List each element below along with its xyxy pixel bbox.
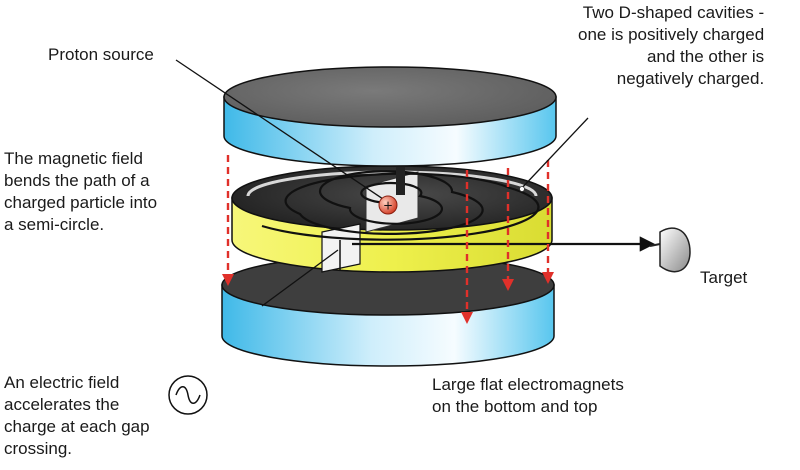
- label-dee-cavities: Two D-shaped cavities - one is positivel…: [578, 3, 765, 88]
- spiral-path: [261, 170, 656, 252]
- proton-icon: +: [378, 195, 398, 215]
- proton-symbol: +: [383, 199, 393, 213]
- magnetic-field-arrows: [222, 155, 554, 324]
- label-magnetic-field: The magnetic field bends the path of a c…: [4, 149, 158, 234]
- label-target: Target: [700, 268, 748, 287]
- target-dish-icon: [649, 227, 691, 273]
- label-electromagnets: Large flat electromagnets on the bottom …: [432, 375, 624, 416]
- top-electromagnet: [223, 66, 557, 167]
- leader-lines: [175, 59, 589, 307]
- label-electric-field: An electric field accelerates the charge…: [4, 373, 150, 458]
- label-proton-source: Proton source: [48, 45, 154, 64]
- central-post: [396, 155, 405, 195]
- ac-source-icon: [168, 375, 208, 415]
